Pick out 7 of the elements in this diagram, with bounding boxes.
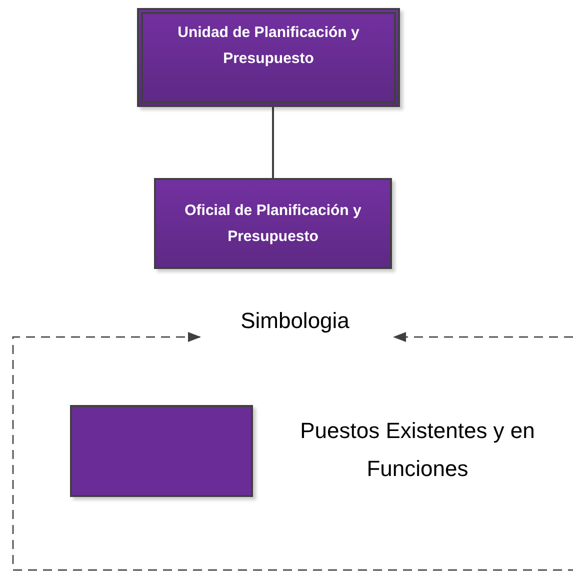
legend-text: Puestos Existentes y en Funciones [299,417,536,483]
node-text: Unidad de Planificación y Presupuesto [176,22,360,68]
position-box [154,178,392,269]
node-text: Oficial de Planificación y Presupuesto [184,200,362,246]
legend-title: Simbologia [240,307,350,335]
position-box [137,8,400,107]
connector-line [272,107,274,178]
